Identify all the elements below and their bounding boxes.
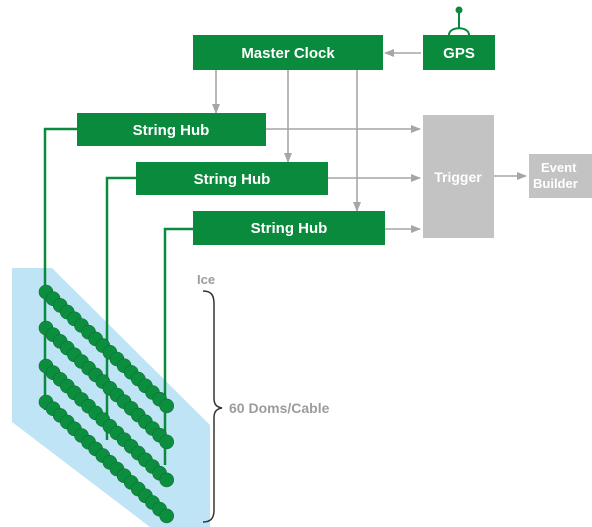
string-hub-2-box xyxy=(136,162,328,195)
string-hub-1-box xyxy=(77,113,266,146)
cable-3 xyxy=(163,227,193,465)
dom-sphere xyxy=(159,472,174,488)
dom-sphere xyxy=(159,398,174,414)
string-hub-2-label: String Hub xyxy=(194,171,271,188)
string-hub-3-box xyxy=(193,211,385,245)
master-clock-box xyxy=(193,35,383,70)
string-hub-1-label: String Hub xyxy=(133,122,210,139)
doms-per-cable-label: 60 Doms/Cable xyxy=(229,400,330,416)
gps-box xyxy=(423,35,495,70)
dom-sphere xyxy=(159,434,174,450)
trigger-label: Trigger xyxy=(434,169,482,185)
antenna-icon xyxy=(448,6,470,36)
event-builder-box xyxy=(529,154,592,198)
trigger-box xyxy=(423,115,494,238)
brace xyxy=(202,290,223,523)
string-hub-3-label: String Hub xyxy=(251,220,328,237)
master-clock-label: Master Clock xyxy=(241,45,335,62)
dom-spheres xyxy=(38,284,174,524)
ice-label: Ice xyxy=(197,272,215,287)
signal-connectors xyxy=(212,49,527,233)
dom-sphere xyxy=(159,508,174,524)
gps-label: GPS xyxy=(443,45,475,62)
cable-1 xyxy=(43,127,77,410)
